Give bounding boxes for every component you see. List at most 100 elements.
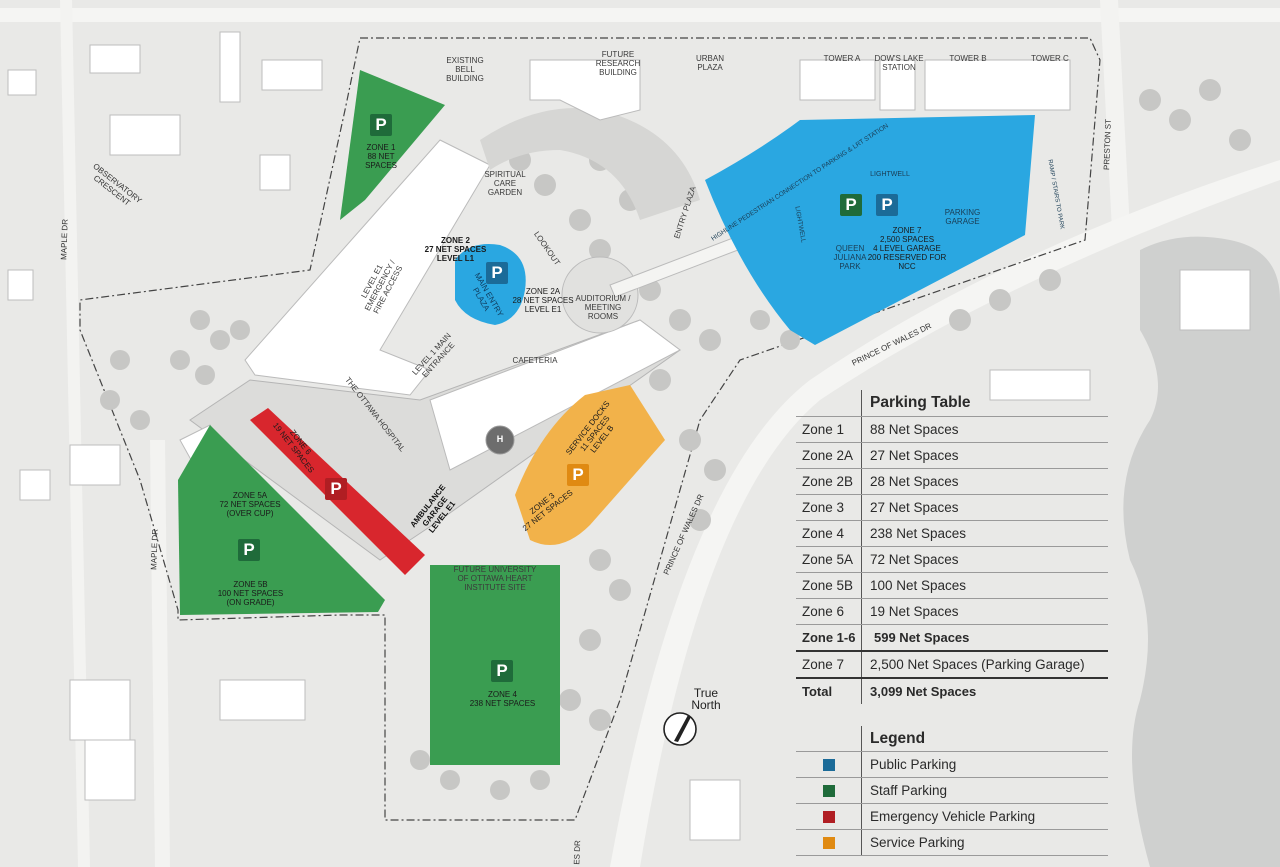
label-parking-garage: PARKING GARAGE	[944, 208, 981, 226]
zone-6-p-icon: P	[325, 478, 347, 500]
table-row: Zone 4 238 Net Spaces	[796, 521, 1108, 547]
preston-st-road	[1100, 0, 1130, 230]
maple-dr-west	[60, 0, 90, 867]
spaces-cell: 27 Net Spaces	[870, 500, 959, 515]
zone-cell: Zone 4	[796, 521, 862, 546]
prince-of-wales-road	[610, 160, 1280, 867]
label-cafeteria: CAFETERIA	[512, 356, 558, 365]
north-arrow-icon	[663, 712, 697, 746]
legend-swatch	[822, 810, 835, 823]
zone-cell: Zone 1	[796, 417, 862, 442]
tower-a	[799, 59, 876, 101]
zone-7-p-icon-public: P	[876, 194, 898, 216]
hospital-wing-north	[244, 139, 491, 396]
future-research-building	[529, 59, 641, 121]
dows-lake-water	[1123, 236, 1280, 867]
zone-5-area	[178, 425, 385, 615]
zone-2a-label: ZONE 2A 28 NET SPACES LEVEL E1	[512, 287, 574, 314]
helipad-h: H	[496, 434, 504, 444]
legend-item: Staff Parking	[796, 778, 1108, 804]
zone-1-label: ZONE 1 88 NET SPACES	[365, 143, 397, 170]
label-tower-b: TOWER B	[949, 54, 987, 63]
table-row: Zone 2A 27 Net Spaces	[796, 443, 1108, 469]
dows-lake-station	[879, 59, 916, 111]
zone-4-p-icon: P	[491, 660, 513, 682]
legend-header: Legend	[796, 726, 1108, 752]
label-spiritual-care: SPIRITUAL CARE GARDEN	[484, 170, 526, 197]
legend-title: Legend	[870, 729, 926, 747]
table-row: Zone 3 27 Net Spaces	[796, 495, 1108, 521]
spaces-cell: 72 Net Spaces	[870, 552, 959, 567]
parking-table-header: Parking Table	[796, 390, 1108, 417]
table-row: Zone 1 88 Net Spaces	[796, 417, 1108, 443]
zone-7-area	[705, 115, 1035, 345]
spaces-cell: 238 Net Spaces	[870, 526, 967, 541]
north-road	[0, 8, 1280, 22]
maple-dr-south	[150, 440, 170, 867]
zone-5a-label: ZONE 5A 72 NET SPACES (OVER CUP)	[219, 491, 281, 518]
label-maple-dr-2: MAPLE DR	[149, 528, 160, 571]
label-maple-dr-1: MAPLE DR	[59, 218, 70, 261]
table-row: Zone 6 19 Net Spaces	[796, 599, 1108, 625]
legend-swatch	[822, 758, 835, 771]
legend-label: Emergency Vehicle Parking	[870, 809, 1036, 824]
zone-3-area	[515, 385, 665, 545]
zone-1-p-icon: P	[370, 114, 392, 136]
zone-2-label: ZONE 2 27 NET SPACES LEVEL L1	[424, 236, 487, 263]
label-preston-st: PRESTON ST	[1102, 118, 1113, 171]
zone-cell: Zone 6	[796, 599, 862, 624]
label-queen-juliana: QUEEN JULIANA PARK	[833, 244, 867, 271]
label-future-research: FUTURE RESEARCH BUILDING	[595, 50, 641, 77]
label-es-dr: ES DR	[572, 840, 583, 865]
legend-label: Service Parking	[870, 835, 965, 850]
zone-cell: Zone 2A	[796, 443, 862, 468]
helipad	[485, 425, 515, 455]
zone-cell: Zone 3	[796, 495, 862, 520]
legend-swatch	[822, 784, 835, 797]
zone-5b-label: ZONE 5B 100 NET SPACES (ON GRADE)	[217, 580, 284, 607]
parking-table-total: Total 3,099 Net Spaces	[796, 679, 1108, 704]
spiritual-garden-arc	[480, 108, 700, 220]
auditorium-round	[561, 256, 639, 334]
zone-4-label: ZONE 4 238 NET SPACES	[469, 690, 536, 708]
table-row: Zone 5A 72 Net Spaces	[796, 547, 1108, 573]
legend-swatch	[822, 836, 835, 849]
label-auditorium: AUDITORIUM / MEETING ROOMS	[575, 294, 631, 321]
site-boundary	[79, 37, 1101, 821]
spaces-cell: 27 Net Spaces	[870, 448, 959, 463]
label-tower-a: TOWER A	[823, 54, 861, 63]
label-dows-lake: DOW'S LAKE STATION	[874, 54, 924, 72]
label-lightwell-1: LIGHTWELL	[870, 171, 910, 178]
spaces-cell: 100 Net Spaces	[870, 578, 967, 593]
label-urban-plaza: URBAN PLAZA	[695, 54, 724, 72]
zone-7-label: ZONE 7 2,500 SPACES 4 LEVEL GARAGE 200 R…	[867, 226, 947, 271]
legend-item: Service Parking	[796, 830, 1108, 856]
legend-label: Public Parking	[870, 757, 957, 772]
true-north-compass: True North	[660, 687, 721, 749]
parking-table-subtotal: Zone 1-6 599 Net Spaces	[796, 625, 1108, 652]
zone-3-p-icon: P	[567, 464, 589, 486]
spaces-cell: 19 Net Spaces	[870, 604, 959, 619]
parking-table-zone7: Zone 7 2,500 Net Spaces (Parking Garage)	[796, 652, 1108, 679]
spaces-cell: 28 Net Spaces	[870, 474, 959, 489]
spaces-cell: 88 Net Spaces	[870, 422, 959, 437]
zone-cell: Zone 2B	[796, 469, 862, 494]
table-row: Zone 2B 28 Net Spaces	[796, 469, 1108, 495]
legend-label: Staff Parking	[870, 783, 948, 798]
true-north-label: True North	[691, 686, 721, 712]
label-tower-c: TOWER C	[1031, 54, 1069, 63]
zone-2-area	[455, 244, 526, 325]
zone-7-p-icon-staff: P	[840, 194, 862, 216]
legend-item: Emergency Vehicle Parking	[796, 804, 1108, 830]
label-existing-bell: EXISTING BELL BUILDING	[446, 56, 484, 83]
surrounding-buildings	[7, 31, 1251, 841]
zone-1-area	[340, 70, 445, 220]
zone-cell: Zone 5A	[796, 547, 862, 572]
legend-item: Public Parking	[796, 752, 1108, 778]
